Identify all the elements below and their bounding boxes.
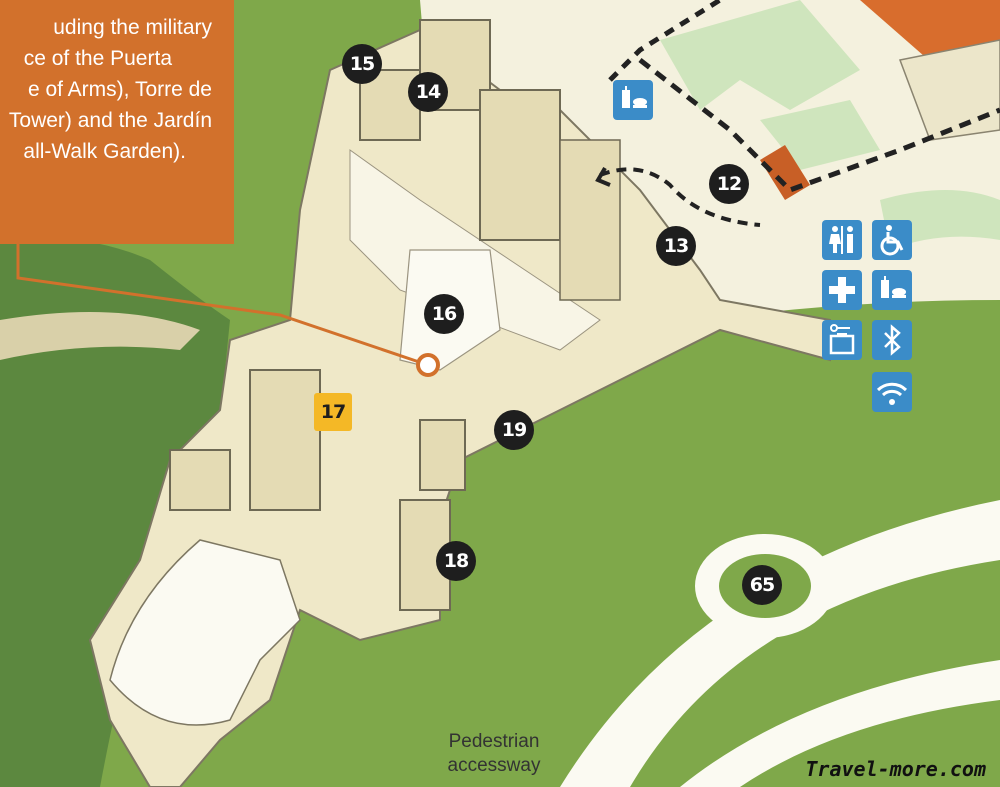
- marker-16[interactable]: 16: [424, 294, 464, 334]
- food-icon[interactable]: [613, 80, 653, 120]
- bluetooth-icon[interactable]: [872, 320, 912, 360]
- callout-line-5: all-Walk Garden).: [23, 140, 186, 163]
- pedestrian-accessway-label: Pedestrian accessway: [440, 730, 548, 778]
- pedestrian-label-line-2: accessway: [447, 755, 541, 776]
- wifi-icon[interactable]: [872, 372, 912, 412]
- info-callout: uding the military ce of the Puerta e of…: [0, 0, 234, 244]
- lockers-icon[interactable]: [822, 320, 862, 360]
- marker-15[interactable]: 15: [342, 44, 382, 84]
- marker-17[interactable]: 17: [314, 393, 352, 431]
- callout-line-3: e of Arms), Torre de: [27, 78, 212, 101]
- marker-14[interactable]: 14: [408, 72, 448, 112]
- marker-18[interactable]: 18: [436, 541, 476, 581]
- callout-line-1: uding the military: [53, 16, 212, 39]
- marker-13[interactable]: 13: [656, 226, 696, 266]
- restroom-icon[interactable]: [822, 220, 862, 260]
- wheelchair-icon[interactable]: [872, 220, 912, 260]
- first-aid-icon[interactable]: [822, 270, 862, 310]
- marker-65[interactable]: 65: [742, 565, 782, 605]
- watermark: Travel-more.com: [805, 757, 986, 781]
- callout-line-4: Tower) and the Jardín: [8, 109, 212, 132]
- pedestrian-label-line-1: Pedestrian: [448, 731, 540, 752]
- marker-19[interactable]: 19: [494, 410, 534, 450]
- callout-line-2: ce of the Puerta: [23, 47, 172, 70]
- marker-12[interactable]: 12: [709, 164, 749, 204]
- food-icon[interactable]: [872, 270, 912, 310]
